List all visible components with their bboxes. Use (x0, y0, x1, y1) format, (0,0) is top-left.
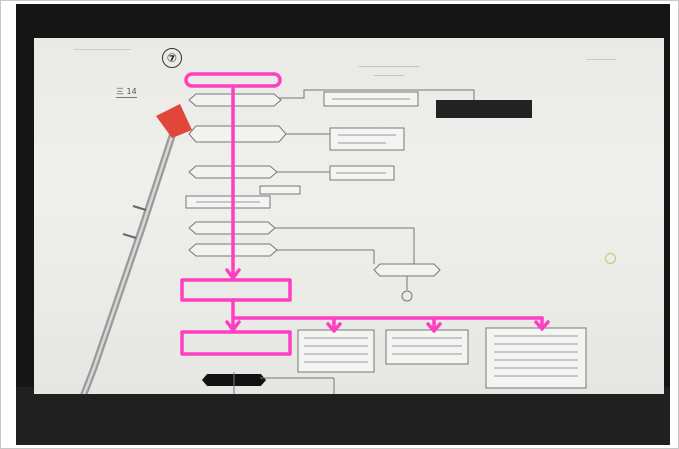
pointer-tip (156, 104, 192, 138)
decision-hex (373, 263, 441, 277)
highlight-start-box (184, 72, 282, 88)
flowchart-paper: ＿＿＿＿＿＿＿＿＿＿＿ ＿＿＿＿＿＿ ＿＿＿＿＿＿＿＿＿＿ ＿＿＿＿＿ ⑦ 三 … (34, 38, 664, 394)
stray-circle-mark (605, 253, 616, 264)
note-box (259, 185, 301, 195)
illegible-text-lines (196, 98, 578, 377)
process-box (385, 329, 469, 365)
paper-right-note: ＿＿＿＿＿＿ (585, 55, 616, 61)
highlight-box-1 (180, 278, 292, 302)
circled-number: ⑦ (162, 48, 182, 68)
paper-title-line: ＿＿＿＿＿＿＿＿＿＿ (358, 61, 419, 68)
process-box (297, 329, 375, 373)
side-handwritten-label: 三 14 (116, 87, 137, 98)
highlight-box-2 (180, 330, 292, 356)
redaction-bar (436, 100, 532, 118)
pointer-stick (80, 104, 192, 394)
process-box (329, 127, 405, 151)
video-bottom-band (16, 387, 670, 445)
flowchart-diagram (80, 72, 587, 394)
flowchart-lines (185, 89, 587, 394)
process-box (485, 327, 587, 389)
paper-title: ＿＿＿＿＿＿＿＿＿＿ ＿＿＿＿＿ (304, 60, 474, 78)
highlight-path (180, 72, 550, 356)
decision-hex (188, 93, 282, 107)
paper-title-line: ＿＿＿＿＿ (373, 70, 404, 77)
connector-circle (401, 290, 413, 302)
paper-header-text: ＿＿＿＿＿＿＿＿＿＿＿ (74, 45, 132, 51)
decision-hex (188, 125, 287, 143)
video-frame: ＿＿＿＿＿＿＿＿＿＿＿ ＿＿＿＿＿＿ ＿＿＿＿＿＿＿＿＿＿ ＿＿＿＿＿ ⑦ 三 … (16, 4, 670, 445)
